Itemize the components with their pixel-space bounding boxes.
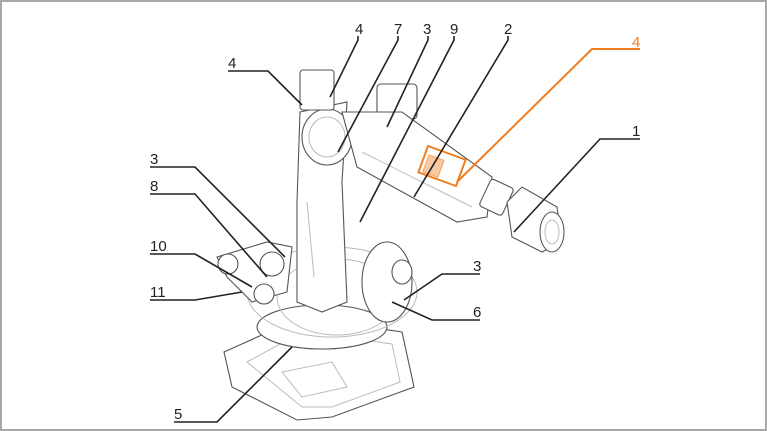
callout-label: 8 <box>150 178 158 195</box>
callout-label: 1 <box>632 123 640 140</box>
leader-5 <box>174 346 293 423</box>
leader-9 <box>359 36 455 223</box>
callout-label: 4 <box>228 55 236 72</box>
leader-11 <box>150 291 243 301</box>
robot-link-arm <box>296 101 353 313</box>
callout-leaders <box>150 36 640 423</box>
leader-2 <box>413 36 509 198</box>
callout-label: 5 <box>174 406 182 423</box>
leader-4-highlight <box>456 48 640 183</box>
callout-label: 6 <box>473 304 481 321</box>
leader-3-left <box>150 166 286 258</box>
leader-4-top <box>329 36 359 98</box>
callout-label: 3 <box>473 258 481 275</box>
callout-label: 3 <box>423 21 431 38</box>
leader-7 <box>337 36 399 153</box>
robot-rotating-column <box>246 241 418 338</box>
leader-1 <box>513 138 640 233</box>
highlighted-component <box>417 144 467 188</box>
callout-label: 9 <box>450 21 458 38</box>
callout-label: 7 <box>394 21 402 38</box>
callout-label: 3 <box>150 151 158 168</box>
leader-6 <box>391 301 480 321</box>
robot-base <box>223 304 415 421</box>
leader-3-top <box>386 36 429 128</box>
leader-8 <box>150 193 268 278</box>
robot-arm <box>341 111 565 253</box>
leader-3-right <box>403 273 480 301</box>
callout-label: 4 <box>355 21 363 38</box>
callout-label: 10 <box>150 238 167 255</box>
callout-label: 2 <box>504 21 512 38</box>
leader-4-left <box>228 70 303 106</box>
callout-label: 11 <box>150 284 166 301</box>
robot-motors-left <box>216 241 293 305</box>
leader-10 <box>150 253 253 288</box>
callout-label-highlighted: 4 <box>632 34 640 51</box>
callout-labels: 4 7 3 9 2 4 4 1 3 8 10 11 3 6 5 <box>150 21 640 423</box>
